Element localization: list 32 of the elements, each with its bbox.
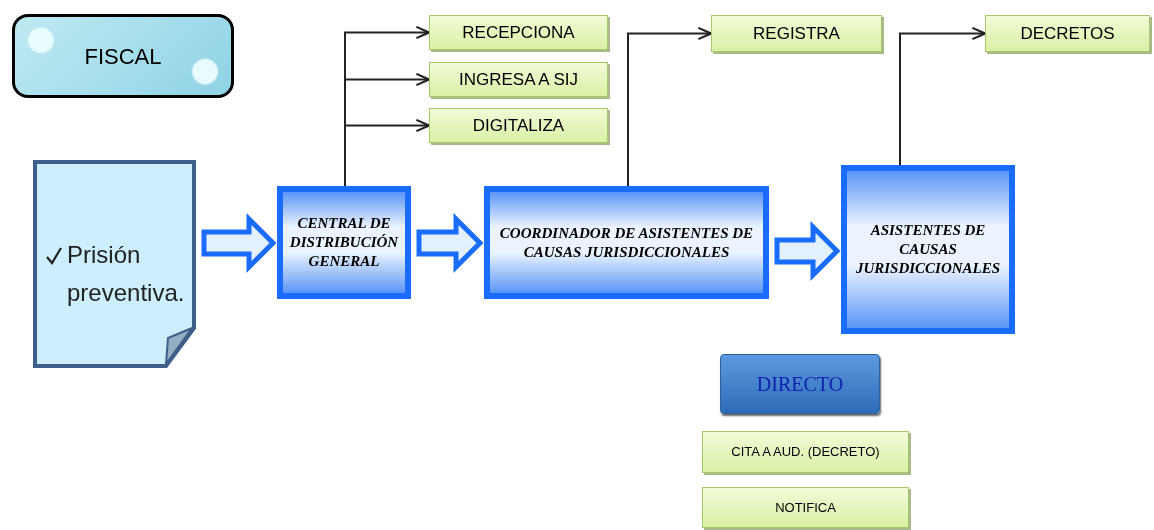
arrow [344, 118, 431, 187]
document-shape [33, 160, 196, 368]
node-label: FISCAL [84, 43, 162, 69]
step-box [711, 15, 882, 52]
process-box [841, 165, 1015, 334]
arrow [899, 26, 987, 166]
title-box [12, 14, 234, 98]
node-label: CENTRAL DE DISTRIBUCIÓN GENERAL [289, 215, 399, 269]
block-arrow [416, 212, 484, 274]
node-label: Prisión preventiva. [67, 240, 186, 309]
header-box [720, 354, 880, 414]
process-box [277, 186, 411, 299]
node-label: COORDINADOR DE ASISTENTES DE CAUSAS JURISDICCIONALES [499, 224, 754, 260]
node-label: NOTIFICA [775, 499, 836, 515]
step-box [702, 487, 909, 528]
node-label: CITA A AUD. (DECRETO) [731, 444, 880, 460]
block-arrow [774, 220, 841, 282]
process-box [484, 186, 769, 299]
arrow [627, 26, 713, 187]
node-label: REGISTRA [753, 23, 840, 43]
node-label: DIGITALIZA [472, 115, 565, 135]
node-label: DIRECTO [756, 373, 844, 395]
node-label: ASISTENTES DE CAUSAS JURISDICCIONALES [855, 222, 1001, 276]
step-box [429, 15, 608, 50]
node-label: DECRETOS [1020, 23, 1115, 43]
step-box [985, 15, 1150, 52]
step-box [429, 108, 608, 143]
step-box [429, 62, 608, 97]
block-arrow [201, 212, 277, 274]
step-box [702, 431, 909, 473]
node-label: INGRESA A SIJ [458, 69, 579, 89]
node-label: RECEPCIONA [462, 22, 575, 42]
